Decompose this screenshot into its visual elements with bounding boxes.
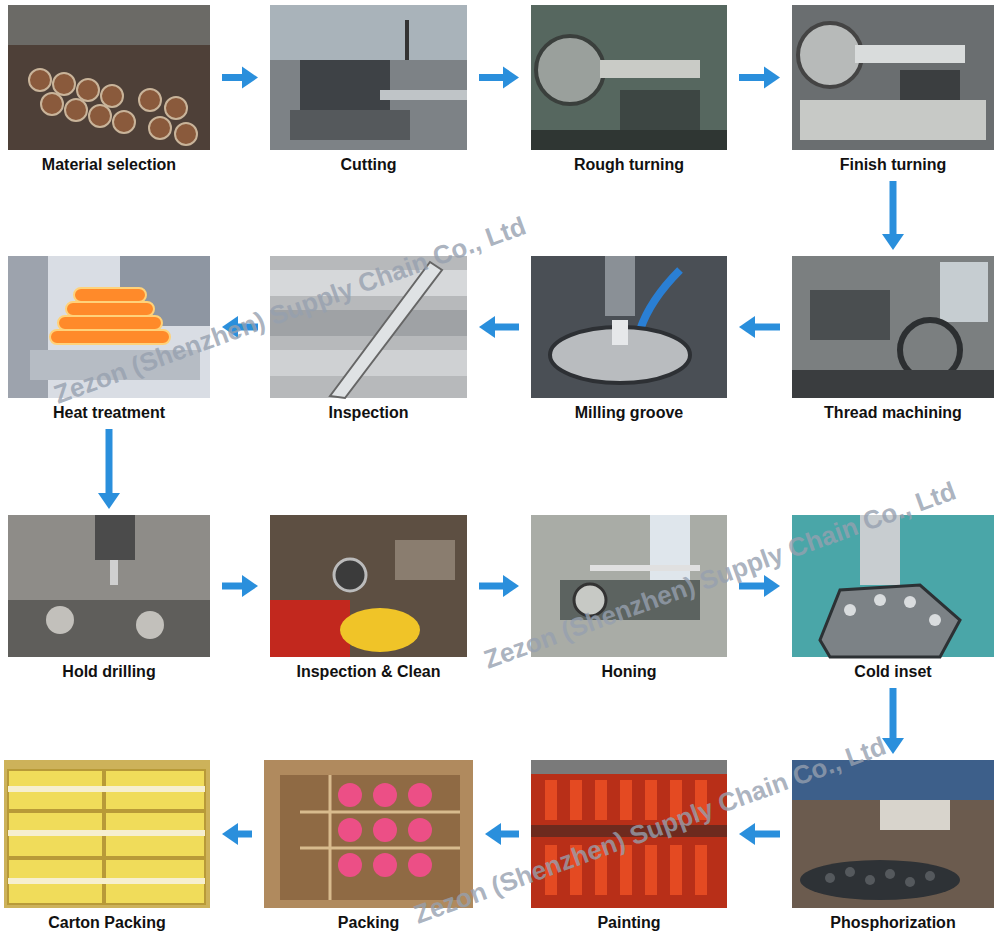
arrow-head (503, 575, 519, 597)
arrow-shaft (890, 688, 897, 740)
arrow-head (764, 67, 780, 89)
flow-arrow (222, 575, 258, 597)
arrow-shaft (739, 74, 766, 81)
flow-arrow (739, 316, 780, 338)
arrow-head (764, 575, 780, 597)
process-step: Hold drilling (6, 515, 212, 682)
arrow-head (485, 823, 501, 845)
step-caption: Cold inset (790, 662, 996, 682)
arrow-head (98, 493, 120, 509)
process-step: Inspection & Clean (268, 515, 469, 682)
process-step: Finish turning (790, 5, 996, 175)
step-caption: Phosphorization (790, 913, 996, 933)
process-step: Thread machining (790, 256, 996, 423)
lathe-photo (531, 5, 727, 150)
flow-arrow (479, 67, 519, 89)
arrow-shaft (753, 831, 780, 838)
step-caption: Milling groove (529, 403, 729, 423)
flow-arrow (479, 575, 519, 597)
arrow-shaft (479, 74, 505, 81)
flow-arrow (222, 823, 252, 845)
arrow-shaft (236, 831, 252, 838)
arrow-shaft (222, 74, 244, 81)
flow-arrow (479, 316, 519, 338)
arrow-shaft (479, 583, 505, 590)
arrow-shaft (499, 831, 519, 838)
step-caption: Painting (529, 913, 729, 933)
flow-arrow (98, 429, 120, 509)
cartons-photo (4, 760, 210, 908)
step-caption: Carton Packing (2, 913, 212, 933)
process-step: Rough turning (529, 5, 729, 175)
process-step: Milling groove (529, 256, 729, 423)
step-caption: Finish turning (790, 155, 996, 175)
steel-bars-photo (8, 5, 210, 150)
flow-arrow (739, 823, 780, 845)
step-caption: Inspection & Clean (268, 662, 469, 682)
arrow-shaft (106, 429, 113, 495)
step-caption: Thread machining (790, 403, 996, 423)
packing-photo (264, 760, 473, 908)
arrow-head (503, 67, 519, 89)
process-step: Phosphorization (790, 760, 996, 933)
step-caption: Hold drilling (6, 662, 212, 682)
step-caption: Material selection (6, 155, 212, 175)
step-caption: Cutting (268, 155, 469, 175)
process-step: Material selection (6, 5, 212, 175)
process-step: Cutting (268, 5, 469, 175)
flow-arrow (882, 181, 904, 250)
arrow-head (242, 67, 258, 89)
step-caption: Heat treatment (6, 403, 212, 423)
lathe-photo (792, 5, 994, 150)
arrow-head (739, 823, 755, 845)
cutting-photo (270, 5, 467, 150)
step-caption: Honing (529, 662, 729, 682)
flow-arrow (222, 67, 258, 89)
flow-arrow (739, 67, 780, 89)
arrow-head (242, 575, 258, 597)
flow-arrow (485, 823, 519, 845)
arrow-head (479, 316, 495, 338)
arrow-shaft (222, 583, 244, 590)
arrow-shaft (890, 181, 897, 236)
arrow-shaft (493, 324, 519, 331)
step-caption: Rough turning (529, 155, 729, 175)
step-caption: Inspection (268, 403, 469, 423)
arrow-head (882, 234, 904, 250)
milling-photo (531, 256, 727, 398)
thread-lathe-photo (792, 256, 994, 398)
arrow-head (739, 316, 755, 338)
arrow-head (222, 823, 238, 845)
drilling-photo (8, 515, 210, 657)
cleaning-photo (270, 515, 467, 657)
process-step: Carton Packing (2, 760, 212, 933)
flow-arrow (882, 688, 904, 754)
arrow-shaft (753, 324, 780, 331)
